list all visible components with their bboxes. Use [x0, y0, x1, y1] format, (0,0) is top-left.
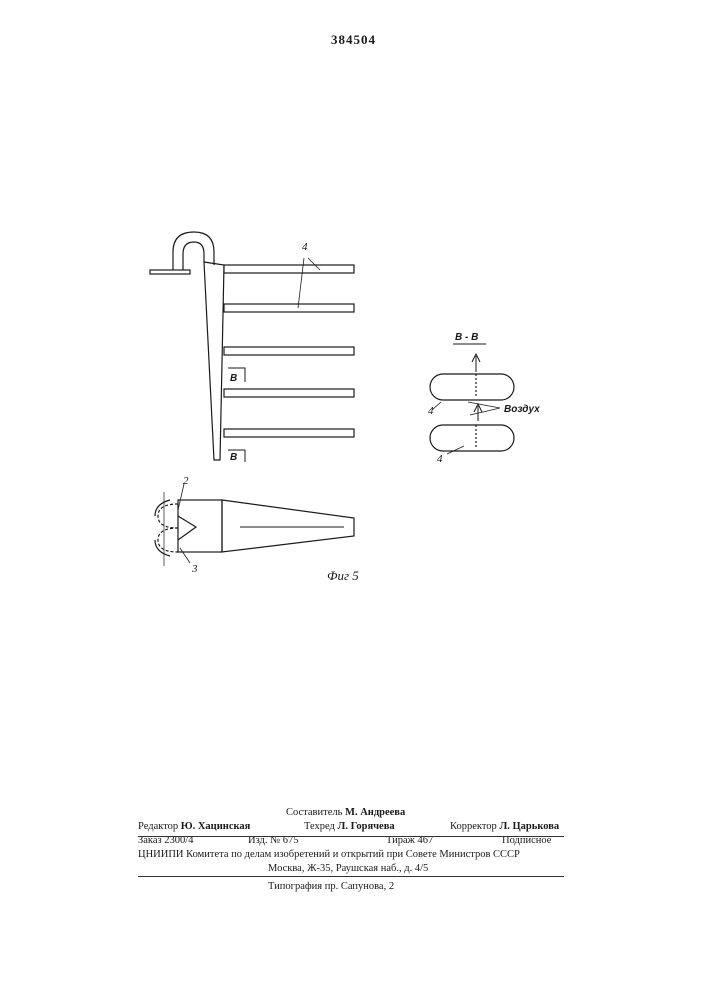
air-arrow-upper — [472, 354, 480, 372]
plan-split — [178, 516, 196, 540]
address-line: Москва, Ж-35, Раушская наб., д. 4/5 — [138, 862, 564, 876]
figure-5-drawing: 4 2 3 В В В - В 4 4 Воздух Фиг 5 — [0, 0, 707, 780]
imprint-block: Составитель М. Андреева Редактор Ю. Хаци… — [138, 806, 564, 894]
leader-section-4b — [447, 446, 464, 454]
plan-pipe-3 — [158, 528, 178, 552]
section-label-4b: 4 — [437, 453, 443, 465]
label-2: 2 — [183, 475, 189, 487]
hook-pipe-inner — [183, 242, 204, 270]
section-mark-bottom: В — [230, 452, 237, 463]
plan-pipe-2 — [158, 504, 178, 528]
staff-line: Редактор Ю. Хацинская Техред Л. Горячева… — [138, 820, 564, 834]
plan-tapered-body — [222, 500, 354, 552]
hook-flange — [150, 270, 190, 274]
techred-prefix: Техред — [304, 821, 335, 832]
institute-line: ЦНИИПИ Комитета по делам изобретений и о… — [138, 848, 564, 862]
compiler-prefix: Составитель — [286, 807, 342, 818]
corrector-name: Л. Царькова — [499, 821, 559, 832]
air-label: Воздух — [504, 404, 540, 415]
rule-top — [138, 836, 564, 837]
label-3: 3 — [191, 563, 198, 575]
fin-3 — [224, 347, 354, 355]
compiler-name: М. Андреева — [345, 807, 405, 818]
institute: ЦНИИПИ Комитета по делам изобретений и о… — [138, 848, 520, 862]
techred-name: Л. Горячева — [338, 821, 395, 832]
fin-1 — [224, 265, 354, 273]
editor-name: Ю. Хацинская — [181, 821, 251, 832]
printing-house: Типография пр. Сапунова, 2 — [268, 880, 394, 894]
fin-2 — [224, 304, 354, 312]
label-4-fins: 4 — [302, 241, 308, 253]
compiler-line: Составитель М. Андреева — [138, 806, 564, 820]
main-tapered-pipe — [204, 262, 224, 460]
plan-manifold — [178, 500, 222, 552]
leader-2 — [178, 484, 184, 510]
section-fin-lower — [430, 425, 514, 451]
fin-4 — [224, 389, 354, 397]
editor-prefix: Редактор — [138, 821, 178, 832]
address: Москва, Ж-35, Раушская наб., д. 4/5 — [268, 862, 428, 876]
hook-pipe — [173, 232, 214, 270]
section-mark-top: В — [230, 373, 237, 384]
section-fin-upper — [430, 374, 514, 400]
rule-bottom — [138, 876, 564, 877]
figure-caption: Фиг 5 — [327, 568, 359, 583]
leader-3 — [180, 548, 190, 563]
fin-5 — [224, 429, 354, 437]
corrector-prefix: Корректор — [450, 821, 497, 832]
section-label-4a: 4 — [428, 405, 434, 417]
section-title: В - В — [455, 332, 478, 343]
printing-line: Типография пр. Сапунова, 2 — [138, 880, 564, 894]
air-leader — [468, 402, 500, 415]
